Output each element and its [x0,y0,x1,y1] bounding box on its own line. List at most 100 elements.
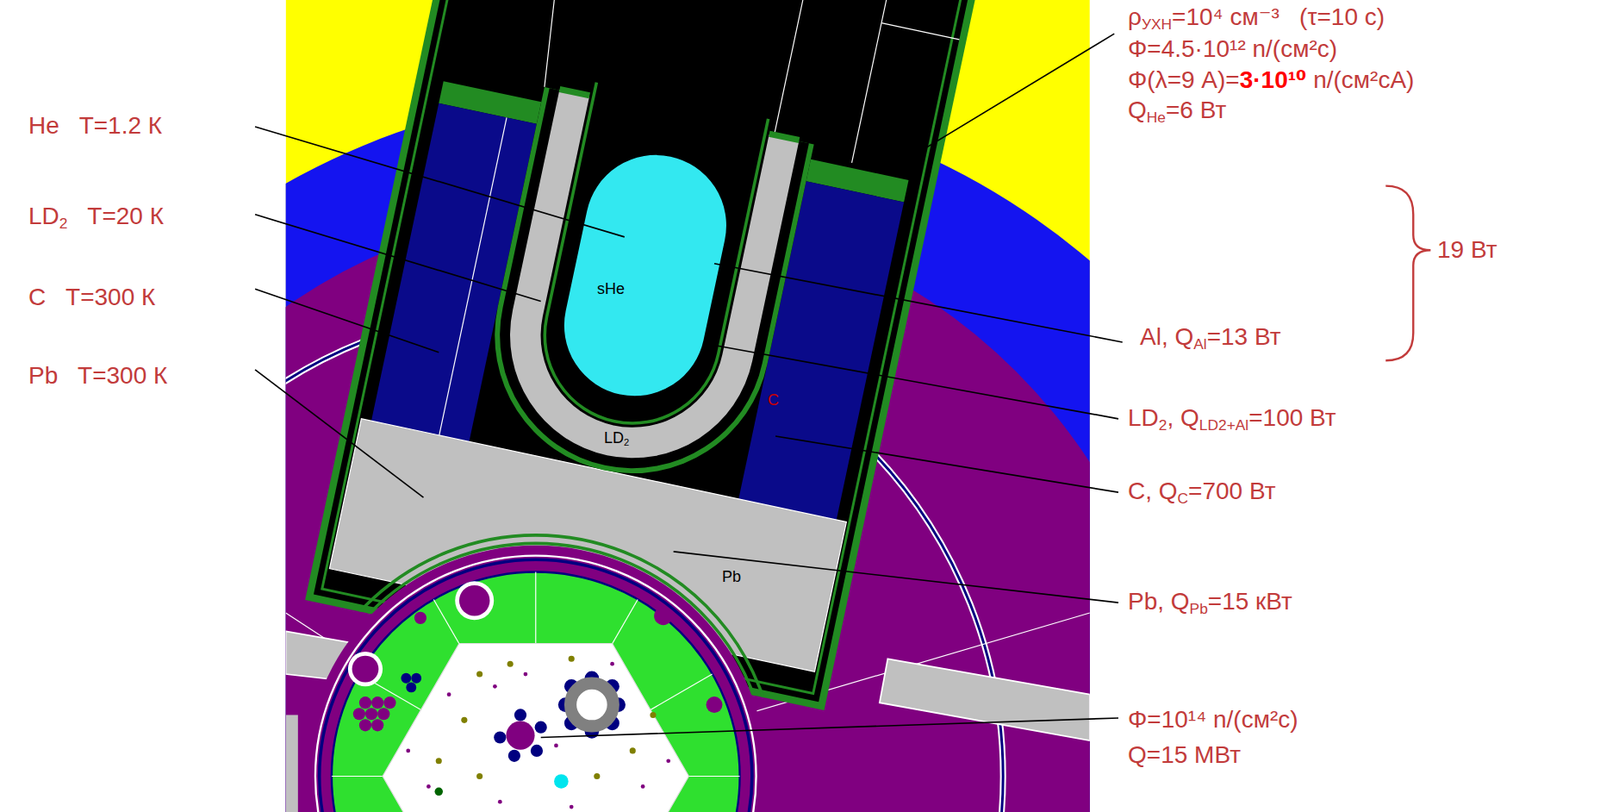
illustration-circle [641,784,646,789]
heat-label: Al, QAl=13 Вт [1139,323,1282,352]
illustration-circle [514,708,527,721]
illustration-line [714,263,1123,343]
illustration-circle [400,672,411,684]
illustration-line [852,0,941,163]
illustration-circle [377,707,390,720]
illustration-circle [535,721,548,734]
illustration-line [541,717,1119,738]
illustration-circle [294,535,777,812]
illustration-circle [331,572,741,812]
region-label: LD2 [603,429,629,448]
flux-label: Φ=10¹⁴ n/(см²с) [1127,705,1299,734]
heat-sum-label: 19 Вт [1437,236,1498,264]
illustration-line [920,33,1115,151]
illustration-g [493,708,548,762]
text-part: He [1146,108,1166,126]
illustration-circle [371,718,384,731]
illustration-circle [610,661,615,667]
illustration-circle [593,772,600,779]
text-part: LD2+Al [1199,416,1249,434]
leader-lines [255,33,1123,737]
illustration-circle [493,730,506,743]
illustration-circle [498,799,503,804]
illustration-circle [383,696,396,709]
illustration-rect [286,714,299,812]
illustration-circle [629,747,636,754]
illustration-circle [303,542,769,812]
temperature-label: LD2 T=20 К [28,202,164,231]
illustration-circle [353,707,366,720]
heat-label: LD2, QLD2+Al=100 Вт [1127,404,1337,433]
illustration-polygon [879,658,1090,741]
illustration-path [523,81,773,445]
illustration-circle [426,784,431,789]
illustration-circle [365,707,378,720]
power-label: Q=15 МВт [1127,740,1241,769]
illustration-circle [476,670,483,677]
text-part: Al [1193,335,1207,353]
illustration-g [353,696,397,731]
illustration-g [558,670,626,738]
text-part: 2 [623,436,629,448]
illustration-circle [507,660,514,667]
illustration-circle [319,559,753,812]
illustration-circle [554,743,559,748]
illustration-circle [454,580,494,620]
illustration-area [286,0,1090,812]
illustration-polygon [382,642,689,812]
illustration-circle [569,804,574,810]
illustration-circle [371,696,384,709]
illustration-circle [359,718,372,731]
illustration-circle [706,696,723,713]
illustration-rect [768,130,800,144]
illustration-circle [568,655,575,662]
illustration-rect [559,86,591,99]
text-part: C [1177,489,1190,507]
region-label: sHe [597,280,625,299]
flux-label: Φ=4.5·10¹² n/(см²с) [1127,35,1338,63]
illustration-line [255,288,439,352]
illustration-circle [554,773,569,789]
illustration-circle [348,651,383,686]
illustration-line [504,0,632,88]
heat-label: Pb, QPb=15 кВт [1127,587,1293,617]
flux-label: Φ(λ=9 A)=3·10¹⁰ n/(см²cA) [1127,66,1414,94]
illustration-circle [649,711,656,718]
illustration-path [528,82,768,440]
illustration-rect [549,140,741,411]
text-part: УХН [1141,15,1172,33]
illustration-circle [447,691,452,697]
illustration-circle [435,757,443,764]
illustration-g [294,535,777,812]
density-label: ρУХН=10⁴ см⁻³ (τ=10 с) [1127,3,1385,32]
illustration-circle [653,606,673,625]
illustration-circle [359,696,372,709]
illustration-circle [492,684,498,689]
temperature-label: C T=300 К [28,283,156,312]
temperature-label: Pb T=300 К [28,361,168,390]
illustration-line [775,435,1119,492]
region-label: C [767,391,779,410]
illustration-line [881,23,959,40]
illustration-line [773,0,861,137]
illustration-line [714,344,1119,418]
illustration-circle [530,744,543,757]
text-part: 2 [1158,416,1168,434]
illustration-circle [505,721,535,750]
illustration-circle [315,555,757,812]
heat-label: C, QC=700 Вт [1127,477,1277,506]
illustration-circle [460,716,467,723]
text-part: 2 [59,214,69,232]
region-label: Pb [722,567,741,586]
text-part: Pb [1189,599,1208,617]
text-part: 3·10¹⁰ [1239,66,1308,94]
illustration-circle [405,682,417,693]
illustration-circle [435,787,443,796]
illustration-g [400,672,422,693]
illustration-circle [476,772,483,779]
illustration-circle [523,672,529,677]
heat-label: QHe=6 Вт [1127,96,1227,125]
illustration-circle [405,748,411,754]
